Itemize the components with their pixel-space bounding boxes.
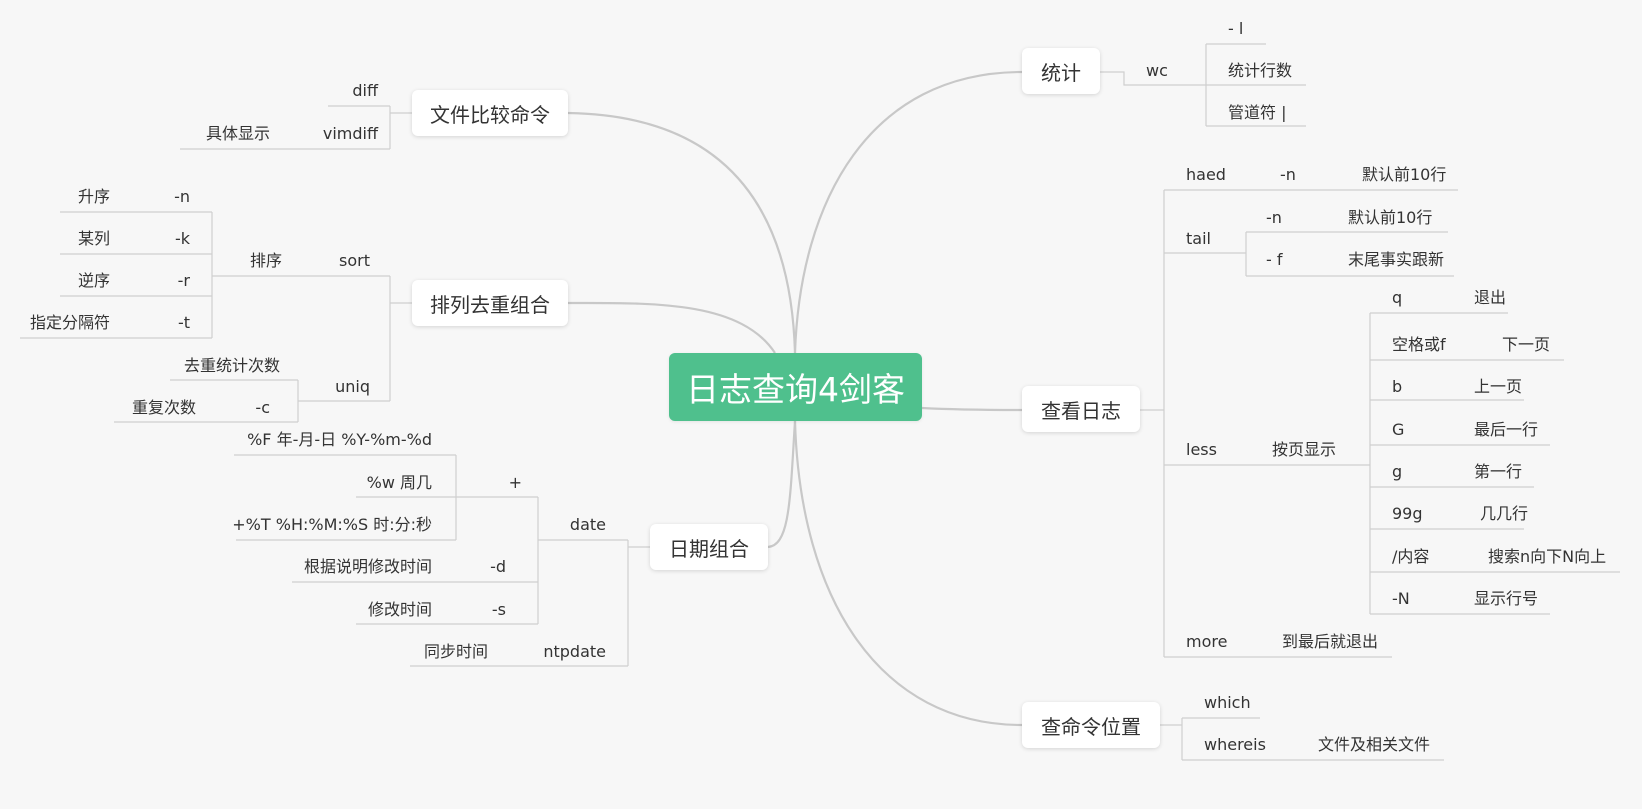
sort-option[interactable]: -t [177, 313, 190, 332]
sort-option[interactable]: -k [174, 229, 190, 248]
node-haed-n-desc[interactable]: 默认前10行 [1362, 165, 1447, 184]
node-uniq-desc[interactable]: 去重统计次数 [183, 356, 280, 375]
node-sort-label[interactable]: 排序 [249, 251, 282, 270]
node-date-plus[interactable]: + [508, 473, 522, 492]
node-ntpdate-desc[interactable]: 同步时间 [423, 642, 488, 661]
sort-option-desc[interactable]: 某列 [77, 229, 110, 248]
sort-option[interactable]: -r [177, 271, 190, 290]
topic-paixu[interactable]: 排列去重组合 [412, 280, 568, 326]
node-tail-n-desc[interactable]: 默认前10行 [1348, 208, 1433, 227]
node-date-s-desc[interactable]: 修改时间 [367, 600, 432, 619]
node-more-desc[interactable]: 到最后就退出 [1282, 632, 1379, 651]
less-item-desc[interactable]: 退出 [1474, 288, 1507, 307]
node-whereis[interactable]: whereis [1204, 735, 1266, 754]
less-item-desc[interactable]: 显示行号 [1474, 589, 1539, 608]
less-item-desc[interactable]: 下一页 [1502, 335, 1551, 354]
date-format-item[interactable]: %F 年-月-日 %Y-%m-%d [247, 430, 432, 449]
less-item-key[interactable]: /内容 [1392, 547, 1430, 566]
node-less-desc[interactable]: 按页显示 [1272, 440, 1337, 459]
less-item-key[interactable]: G [1392, 420, 1405, 439]
node-more[interactable]: more [1186, 632, 1228, 651]
node-which[interactable]: which [1204, 693, 1251, 712]
node-date[interactable]: date [569, 515, 606, 534]
topic-wenjian[interactable]: 文件比较命令 [412, 90, 568, 136]
less-item-key[interactable]: 99g [1392, 504, 1423, 523]
topic-mingling[interactable]: 查命令位置 [1022, 702, 1160, 748]
node-uniq-c[interactable]: -c [255, 398, 270, 417]
less-item-key[interactable]: -N [1392, 589, 1410, 608]
node-tail-f-desc[interactable]: 末尾事实跟新 [1348, 250, 1445, 269]
node-date-d-desc[interactable]: 根据说明修改时间 [303, 557, 432, 576]
less-item-desc[interactable]: 第一行 [1474, 462, 1523, 481]
sort-option[interactable]: -n [174, 187, 190, 206]
node-vimdiff-desc[interactable]: 具体显示 [205, 124, 270, 143]
sort-option-desc[interactable]: 升序 [77, 187, 110, 206]
less-item-desc[interactable]: 最后一行 [1474, 420, 1539, 439]
node-wc-lines[interactable]: 统计行数 [1228, 61, 1293, 80]
node-ntpdate[interactable]: ntpdate [543, 642, 606, 661]
less-item-key[interactable]: b [1392, 377, 1403, 396]
node-wc-l[interactable]: - l [1228, 19, 1244, 38]
sort-option-desc[interactable]: 逆序 [77, 271, 110, 290]
less-item-key[interactable]: q [1392, 288, 1403, 307]
node-date-d[interactable]: -d [490, 557, 506, 576]
node-haed-n[interactable]: -n [1280, 165, 1296, 184]
sort-option-desc[interactable]: 指定分隔符 [29, 313, 110, 332]
node-vimdiff[interactable]: vimdiff [322, 124, 378, 143]
node-uniq-c-desc[interactable]: 重复次数 [131, 398, 196, 417]
node-tail-f[interactable]: - f [1266, 250, 1283, 269]
node-date-s[interactable]: -s [491, 600, 506, 619]
node-tail-n[interactable]: -n [1266, 208, 1282, 227]
less-item-key[interactable]: 空格或f [1392, 335, 1446, 354]
topic-riqi[interactable]: 日期组合 [650, 524, 768, 570]
node-wc-pipe[interactable]: 管道符 | [1228, 103, 1287, 122]
node-sort[interactable]: sort [339, 251, 370, 270]
node-less[interactable]: less [1186, 440, 1217, 459]
node-diff[interactable]: diff [352, 81, 378, 100]
topic-chakan[interactable]: 查看日志 [1022, 386, 1140, 432]
root-topic[interactable]: 日志查询4剑客 [669, 353, 922, 421]
node-wc[interactable]: wc [1146, 61, 1168, 80]
less-item-desc[interactable]: 上一页 [1474, 377, 1523, 396]
less-item-desc[interactable]: 几几行 [1480, 504, 1529, 523]
node-haed[interactable]: haed [1186, 165, 1226, 184]
node-tail[interactable]: tail [1186, 229, 1211, 248]
date-format-item[interactable]: %w 周几 [366, 473, 432, 492]
topic-tongji[interactable]: 统计 [1022, 48, 1100, 94]
node-uniq[interactable]: uniq [335, 377, 370, 396]
less-item-key[interactable]: g [1392, 462, 1403, 481]
date-format-item[interactable]: +%T %H:%M:%S 时:分:秒 [232, 515, 432, 534]
less-item-desc[interactable]: 搜索n向下N向上 [1488, 547, 1607, 566]
node-whereis-desc[interactable]: 文件及相关文件 [1318, 735, 1431, 754]
